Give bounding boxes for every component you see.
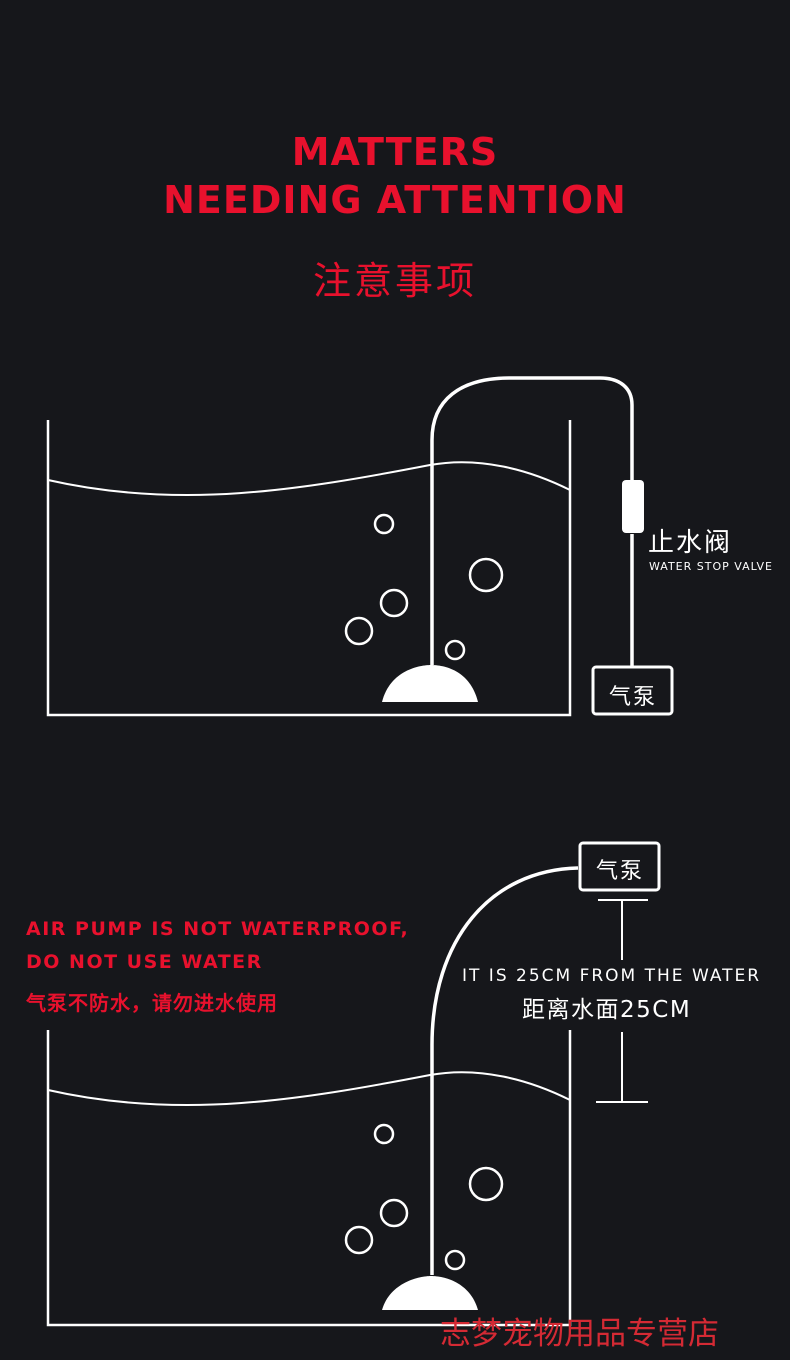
water-surface xyxy=(47,1071,571,1107)
warning-line-2: DO NOT USE WATER xyxy=(26,951,263,973)
store-watermark: 志梦宠物用品专营店 xyxy=(440,1316,719,1352)
bubble xyxy=(468,1166,504,1202)
bubble xyxy=(444,639,466,661)
warning-line-1: AIR PUMP IS NOT WATERPROOF, xyxy=(26,918,410,940)
bubble xyxy=(444,1249,466,1271)
air-stone xyxy=(382,665,478,702)
air-tube xyxy=(430,866,579,1275)
title-chinese: 注意事项 xyxy=(312,259,477,303)
air-pump-box-2 xyxy=(578,841,661,892)
tank-outline xyxy=(46,1030,572,1327)
bubble xyxy=(379,1198,409,1228)
distance-label-en: IT IS 25CM FROM THE WATER xyxy=(462,966,762,986)
title-line-1: MATTERS xyxy=(291,130,499,174)
distance-marker-top xyxy=(598,899,648,960)
bubble xyxy=(344,616,374,646)
air-pump-label-2: 气泵 xyxy=(595,859,644,884)
bubble xyxy=(468,557,504,593)
air-pump-label-1: 气泵 xyxy=(608,685,657,710)
diagram-pump-height xyxy=(46,841,661,1327)
distance-label-cn: 距离水面25CM xyxy=(522,997,692,1023)
air-stone xyxy=(382,1276,478,1310)
water-surface xyxy=(47,461,571,497)
air-pump-box-1 xyxy=(591,665,674,716)
diagram-check-valve-setup xyxy=(46,376,674,717)
tank-outline xyxy=(46,420,572,717)
bubble xyxy=(344,1225,374,1255)
air-tube xyxy=(430,376,634,665)
valve-label-cn: 止水阀 xyxy=(648,528,733,558)
valve-label-en: WATER STOP VALVE xyxy=(649,560,773,573)
warning-chinese: 气泵不防水，请勿进水使用 xyxy=(26,991,278,1015)
bubble xyxy=(373,1123,395,1145)
bubble xyxy=(379,588,409,618)
water-stop-valve xyxy=(622,480,644,533)
distance-marker-bottom xyxy=(596,1032,648,1103)
title-line-2: NEEDING ATTENTION xyxy=(163,178,627,222)
bubble xyxy=(373,513,395,535)
